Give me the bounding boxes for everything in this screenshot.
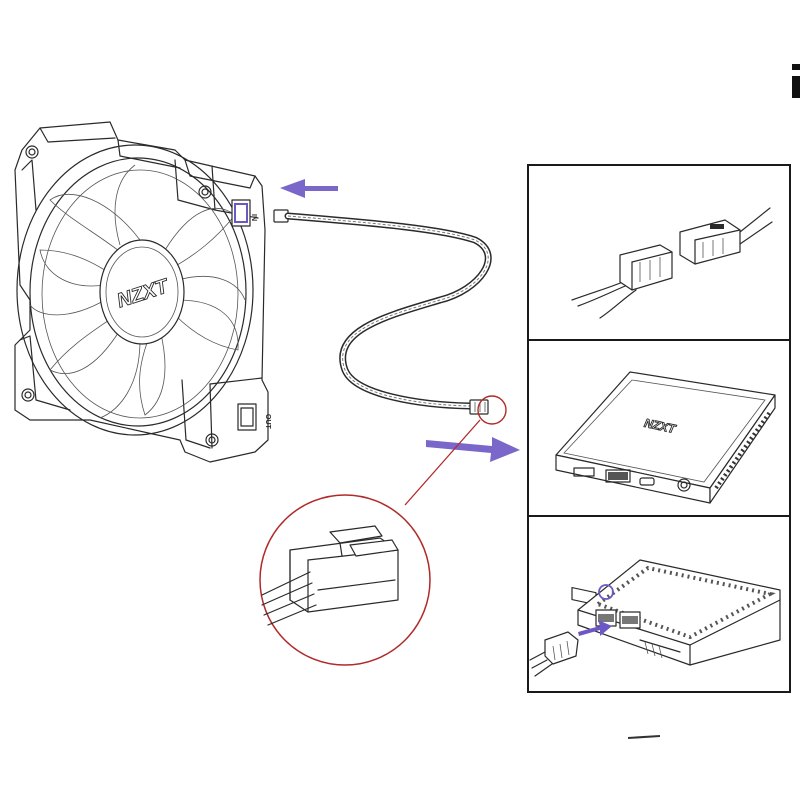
panel-controller-box: NZXT bbox=[555, 371, 776, 606]
panel-hub-connection bbox=[529, 559, 781, 677]
callout-magnifier-icon bbox=[259, 395, 507, 666]
arrow-right-icon bbox=[426, 437, 520, 462]
arrow-into-port-icon bbox=[578, 620, 612, 636]
fan-illustration: NZXT IN OUT bbox=[14, 121, 271, 463]
panel-adapter-connection bbox=[571, 207, 773, 319]
panel-stack bbox=[527, 164, 791, 693]
fan-port-in-label: IN bbox=[250, 214, 257, 221]
rgb-cable bbox=[273, 209, 492, 415]
corner-mark bbox=[792, 64, 800, 98]
fan-port-out-label: OUT bbox=[264, 414, 271, 430]
highlight-circle-icon bbox=[598, 584, 614, 600]
bottom-mark bbox=[627, 735, 661, 739]
arrow-left-icon bbox=[280, 179, 338, 198]
